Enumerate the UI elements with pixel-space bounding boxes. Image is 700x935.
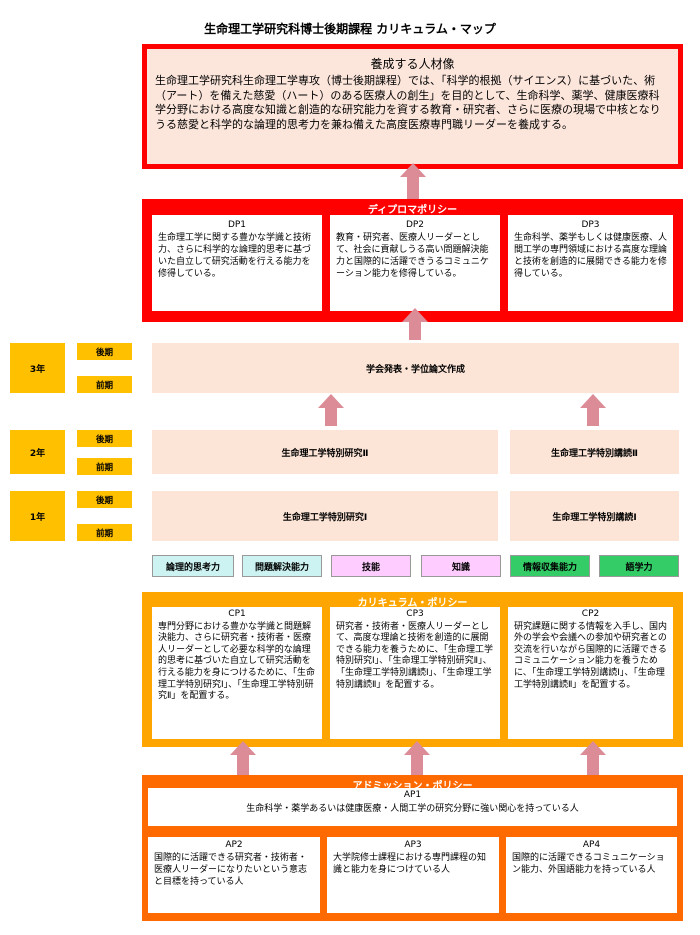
- course-y1-research: 生命理工学特別研究Ⅰ: [152, 491, 498, 541]
- skill-language: 語学力: [599, 555, 679, 577]
- skill-technique: 技能: [331, 555, 411, 577]
- year-2-label: 2年: [10, 430, 65, 474]
- jinzai-heading: 養成する人材像: [370, 57, 455, 71]
- cp1-body: 専門分野における豊かな学識と問題解決能力、さらに研究者・技術者・医療人リーダーと…: [158, 621, 315, 702]
- cp3-heading: CP3: [406, 609, 424, 619]
- term-early-2: 前期: [77, 458, 132, 475]
- diploma-policy-frame: ディプロマポリシー DP1 生命理工学に関する豊かな学識と技術力、さらに科学的な…: [142, 199, 683, 322]
- page-title: 生命理工学研究科博士後期課程 カリキュラム・マップ: [204, 22, 496, 36]
- dp1-body: 生命理工学に関する豊かな学識と技術力、さらに科学的な論理的思考に基づいた自立して…: [158, 233, 312, 279]
- up-arrow-icon: [400, 163, 426, 199]
- up-arrow-icon: [580, 394, 606, 426]
- curriculum-policy-title: カリキュラム・ポリシー: [357, 598, 468, 609]
- up-arrow-icon: [580, 741, 606, 775]
- cp2-heading: CP2: [581, 609, 600, 619]
- dp3-heading: DP3: [581, 220, 600, 230]
- course-y2-research: 生命理工学特別研究Ⅱ: [152, 430, 498, 474]
- ap3-box: AP3 大学院修士課程における専門課程の知識と能力を身につけている人: [327, 837, 499, 913]
- course-y1-seminar: 生命理工学特別講読Ⅰ: [510, 491, 679, 541]
- jinzai-body: 生命理工学研究科生命理工学専攻（博士後期課程）では、「科学的根拠（サイエンス）に…: [155, 74, 661, 131]
- up-arrow-icon: [318, 394, 344, 426]
- term-early-3: 前期: [77, 376, 132, 393]
- ap3-heading: AP3: [404, 840, 422, 850]
- ap3-body: 大学院修士課程における専門課程の知識と能力を身につけている人: [333, 853, 487, 875]
- cp2-body: 研究課題に関する情報を入手し、国内外の学会や会議への参加や研究者との交流を行いな…: [514, 621, 668, 690]
- up-arrow-icon: [402, 308, 428, 340]
- diploma-policy-title: ディプロマポリシー: [367, 205, 458, 216]
- skill-problem-solving: 問題解決能力: [242, 555, 322, 577]
- up-arrow-icon: [230, 741, 256, 775]
- term-late-3: 後期: [77, 343, 132, 360]
- term-late-2: 後期: [77, 430, 132, 447]
- ap1-box: AP1 生命科学・薬学あるいは健康医療・人間工学の研究分野に強い関心を持っている…: [148, 788, 677, 826]
- ap1-heading: AP1: [403, 790, 422, 800]
- cp1-box: CP1 専門分野における豊かな学識と問題解決能力、さらに研究者・技術者・医療人リ…: [152, 607, 322, 739]
- cp1-heading: CP1: [228, 609, 246, 619]
- up-arrow-icon: [404, 741, 430, 775]
- skill-logical-thinking: 論理的思考力: [152, 555, 234, 577]
- year-3-label: 3年: [10, 343, 65, 393]
- dp1-heading: DP1: [227, 220, 247, 230]
- term-late-1: 後期: [77, 491, 132, 508]
- skill-information: 情報収集能力: [510, 555, 590, 577]
- dp3-body: 生命科学、薬学もしくは健康医療、人間工学の専門領域における高度な理論と技術を創造…: [514, 233, 668, 279]
- course-y3: 学会発表・学位論文作成: [152, 343, 679, 393]
- year-1-label: 1年: [10, 491, 65, 541]
- course-y2-seminar: 生命理工学特別講読Ⅱ: [510, 430, 679, 474]
- dp1-box: DP1 生命理工学に関する豊かな学識と技術力、さらに科学的な論理的思考に基づいた…: [152, 215, 322, 311]
- admission-policy-title: アドミッション・ポリシー: [352, 781, 473, 792]
- admission-policy-frame: アドミッション・ポリシー AP1 生命科学・薬学あるいは健康医療・人間工学の研究…: [142, 775, 683, 921]
- ap4-body: 国際的に活躍できるコミュニケーション能力、外国語能力を持っている人: [512, 853, 665, 875]
- cp3-box: CP3 研究者・技術者・医療人リーダーとして、高度な理論と技術を創造的に展開でき…: [330, 607, 500, 739]
- ap2-heading: AP2: [225, 840, 243, 850]
- jinzai-box: 養成する人材像 生命理工学研究科生命理工学専攻（博士後期課程）では、「科学的根拠…: [142, 44, 683, 169]
- dp3-box: DP3 生命科学、薬学もしくは健康医療、人間工学の専門領域における高度な理論と技…: [508, 215, 673, 311]
- curriculum-policy-frame: カリキュラム・ポリシー CP1 専門分野における豊かな学識と問題解決能力、さらに…: [142, 592, 683, 747]
- dp2-body: 教育・研究者、医療人リーダーとして、社会に貢献しうる高い問題解決能力と国際的に活…: [336, 233, 489, 279]
- skill-knowledge: 知識: [421, 555, 501, 577]
- cp2-box: CP2 研究課題に関する情報を入手し、国内外の学会や会議への参加や研究者との交流…: [508, 607, 673, 739]
- ap4-heading: AP4: [582, 840, 601, 850]
- ap2-body: 国際的に活躍できる研究者・技術者・医療人リーダーになりたいという意志と目標を持っ…: [154, 853, 308, 887]
- ap4-box: AP4 国際的に活躍できるコミュニケーション能力、外国語能力を持っている人: [506, 837, 677, 913]
- dp2-box: DP2 教育・研究者、医療人リーダーとして、社会に貢献しうる高い問題解決能力と国…: [330, 215, 500, 311]
- term-early-1: 前期: [77, 524, 132, 541]
- cp3-body: 研究者・技術者・医療人リーダーとして、高度な理論と技術を創造的に展開できる能力を…: [336, 621, 494, 690]
- ap2-box: AP2 国際的に活躍できる研究者・技術者・医療人リーダーになりたいという意志と目…: [148, 837, 320, 913]
- ap1-body: 生命科学・薬学あるいは健康医療・人間工学の研究分野に強い関心を持っている人: [246, 804, 579, 814]
- dp2-heading: DP2: [405, 220, 425, 230]
